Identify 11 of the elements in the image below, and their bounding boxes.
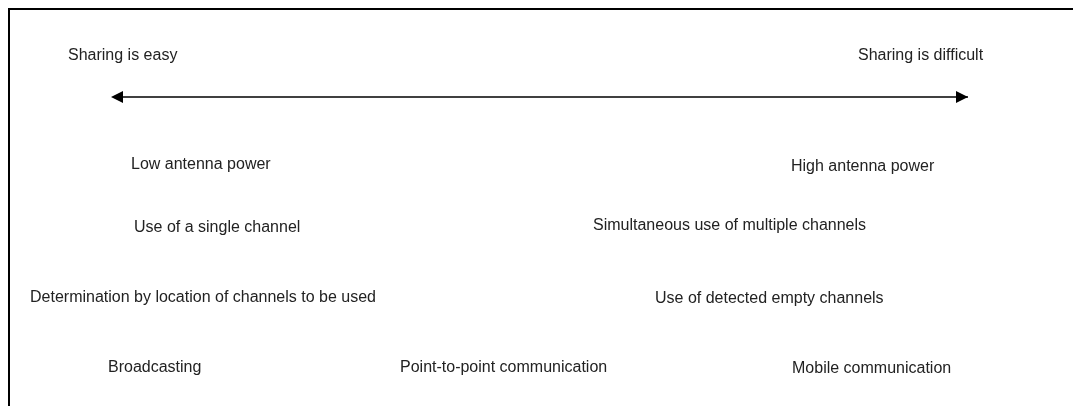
label-text: Mobile communication [792,359,952,377]
label-text: Use of a single channel [134,218,301,236]
label-text: Determination by location of channels to be used [30,288,376,306]
label-text: Sharing is difficult [858,46,984,64]
label-text: Use of detected empty channels [655,289,884,307]
label-text: Low antenna power [131,155,271,173]
label-text: Point-to-point communication [400,358,608,376]
label-text: High antenna power [791,157,935,175]
label-text: Sharing is easy [68,46,178,64]
label-text: Broadcasting [108,358,202,376]
label-text: Simultaneous use of multiple channels [593,216,867,234]
